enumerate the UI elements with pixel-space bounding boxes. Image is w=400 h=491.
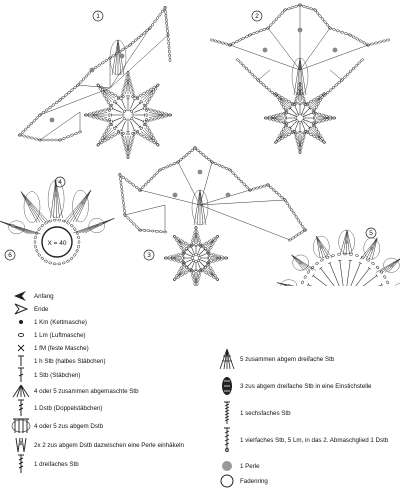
- motif-number-1: 1: [96, 13, 100, 20]
- legend-item-triple-cluster: 5 zusammen abgem dreifache Stb: [214, 349, 334, 369]
- motif-number-5: 5: [369, 230, 373, 237]
- triple-bobble-icon: [214, 376, 240, 396]
- treble-pair-bead-icon: [8, 435, 34, 455]
- motif-1: 1: [18, 6, 172, 159]
- legend-item-treble-pair-bead: 2x 2 zus abgem Dstb dazwischen eine Perl…: [8, 435, 184, 455]
- legend-item-treble-cluster: 4 oder 5 zus abgem Dstb: [8, 416, 103, 436]
- motif-5: 5: [277, 228, 400, 286]
- treble-crochet-icon: [8, 398, 34, 418]
- motif-6: X = 40 6: [0, 180, 114, 265]
- motif-3: 3: [118, 146, 307, 286]
- symbol-legend: Anfang Ende 1 Km (Kettmasche) 1 Lm (Luft…: [0, 286, 400, 489]
- legend-item-quadruple: 1 vierfaches Stb, 5 Lm, in das 2. Abmasc…: [214, 430, 388, 450]
- legend-item-sextuple: 1 sechsfaches Stb: [214, 403, 291, 423]
- treble-cluster-icon: [8, 416, 34, 436]
- legend-item-treble: 1 Dstb (Doppelstäbchen): [8, 398, 102, 418]
- magic-ring-icon: [214, 471, 240, 491]
- motif-2: 2: [210, 4, 390, 154]
- ring-label: X = 40: [48, 240, 67, 247]
- triple-cluster-icon: [214, 349, 240, 369]
- legend-item-magic-ring: Fadenring: [214, 471, 268, 491]
- quadruple-treble-icon: [214, 430, 240, 450]
- legend-item-triple-treble: 1 dreifaches Stb: [8, 454, 79, 474]
- legend-item-triple-bobble: 3 zus abgem dreifache Stb in eine Einsti…: [214, 376, 371, 396]
- motif-number-3: 3: [147, 252, 151, 259]
- motif-number-2: 2: [255, 13, 259, 20]
- triple-treble-icon: [8, 454, 34, 474]
- sextuple-treble-icon: [214, 403, 240, 423]
- motif-number-6: 6: [8, 252, 12, 259]
